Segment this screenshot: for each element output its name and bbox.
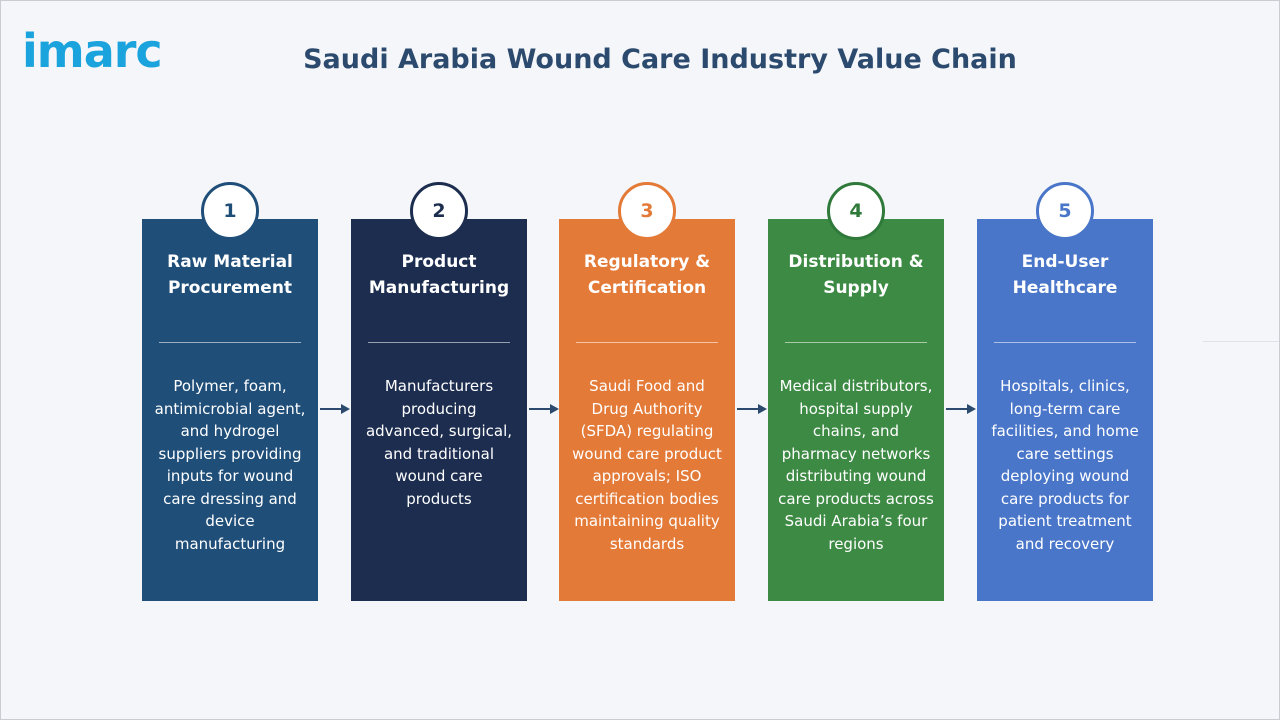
imarc-logo: imarc	[22, 24, 163, 78]
stage-heading: Regulatory & Certification	[583, 252, 711, 298]
stage-card-5: End-User Healthcare Hospitals, clinics, …	[977, 219, 1153, 601]
stage-divider	[368, 342, 510, 343]
stage-heading: Distribution & Supply	[788, 252, 924, 298]
stage-card-1: Raw Material Procurement Polymer, foam, …	[142, 219, 318, 601]
arrow-right-icon	[946, 404, 976, 414]
stage-description: Polymer, foam, antimicrobial agent, and …	[154, 377, 306, 553]
step-number-badge-5: 5	[1036, 182, 1094, 240]
stage-card-3: Regulatory & Certification Saudi Food an…	[559, 219, 735, 601]
stage-heading: Product Manufacturing	[368, 252, 510, 298]
step-number-badge-2: 2	[410, 182, 468, 240]
stage-heading: Raw Material Procurement	[167, 252, 293, 298]
step-number-badge-1: 1	[201, 182, 259, 240]
step-number-badge-4: 4	[827, 182, 885, 240]
stage-divider	[159, 342, 301, 343]
step-number-badge-3: 3	[618, 182, 676, 240]
stage-description: Medical distributors, hospital supply ch…	[778, 377, 934, 553]
stage-description: Hospitals, clinics, long-term care facil…	[991, 377, 1139, 553]
stage-description: Saudi Food and Drug Authority (SFDA) reg…	[572, 377, 722, 553]
stage-divider	[994, 342, 1136, 343]
stage-divider	[785, 342, 927, 343]
stage-heading: End-User Healthcare	[1012, 252, 1118, 298]
decorative-line	[1203, 341, 1279, 342]
arrow-right-icon	[529, 404, 559, 414]
stage-divider	[576, 342, 718, 343]
stage-card-2: Product Manufacturing Manufacturers prod…	[351, 219, 527, 601]
stage-description: Manufacturers producing advanced, surgic…	[365, 377, 513, 508]
stage-card-4: Distribution & Supply Medical distributo…	[768, 219, 944, 601]
page-title: Saudi Arabia Wound Care Industry Value C…	[303, 44, 1017, 75]
arrow-right-icon	[737, 404, 767, 414]
arrow-right-icon	[320, 404, 350, 414]
